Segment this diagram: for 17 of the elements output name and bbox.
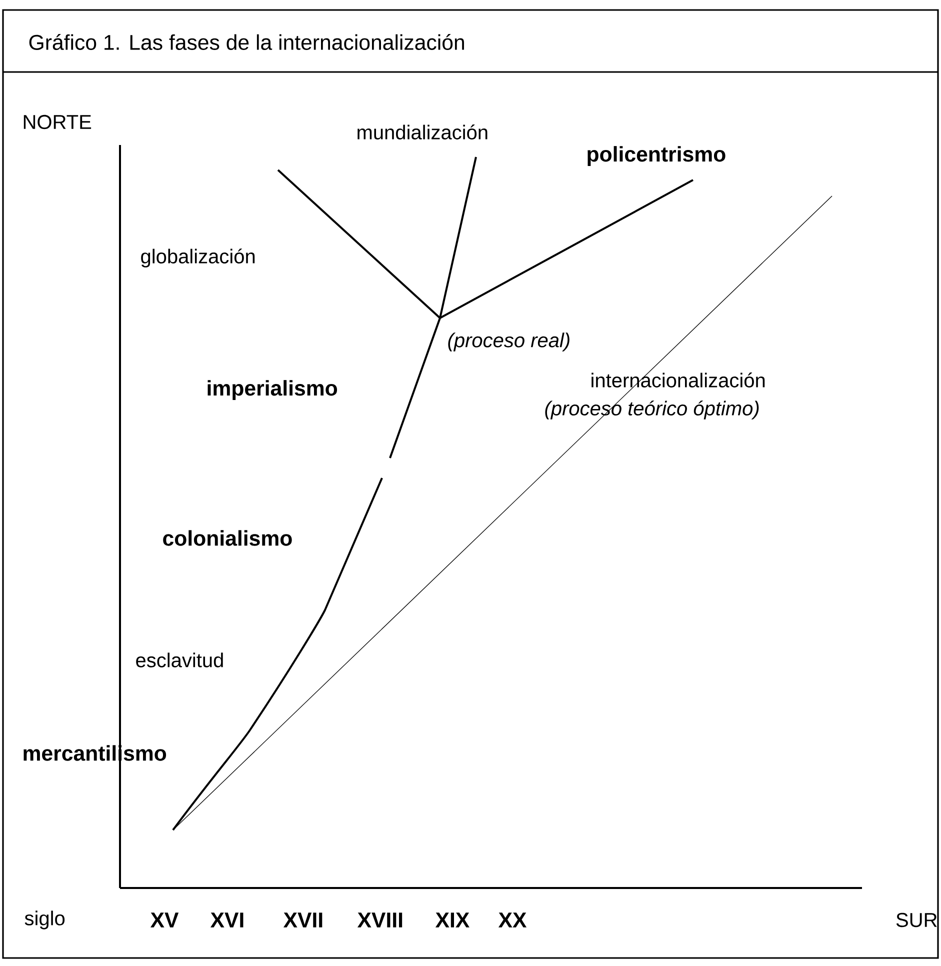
century-label: XVIII (357, 912, 402, 928)
phase-label: imperialismo (208, 380, 338, 400)
chart-title: Gráfico 1. Las fases de la internacionalización (29, 34, 464, 50)
century-label: XX (498, 912, 527, 928)
phase-label: esclavitud (136, 652, 223, 668)
process-label: (proceso real) (448, 332, 570, 352)
phase-label: policentrismo (588, 146, 726, 166)
phase-label: mundialización (358, 124, 488, 140)
century-label: XVII (283, 912, 322, 928)
century-label: XV (150, 912, 179, 928)
phase-label: globalización (141, 248, 255, 268)
century-label: XIX (435, 912, 470, 928)
phase-label: colonialismo (163, 530, 292, 546)
axis-label: SUR (896, 912, 937, 928)
axis-label: siglo (24, 910, 65, 930)
axis-label: NORTE (24, 114, 92, 130)
century-label: XVI (210, 912, 244, 928)
